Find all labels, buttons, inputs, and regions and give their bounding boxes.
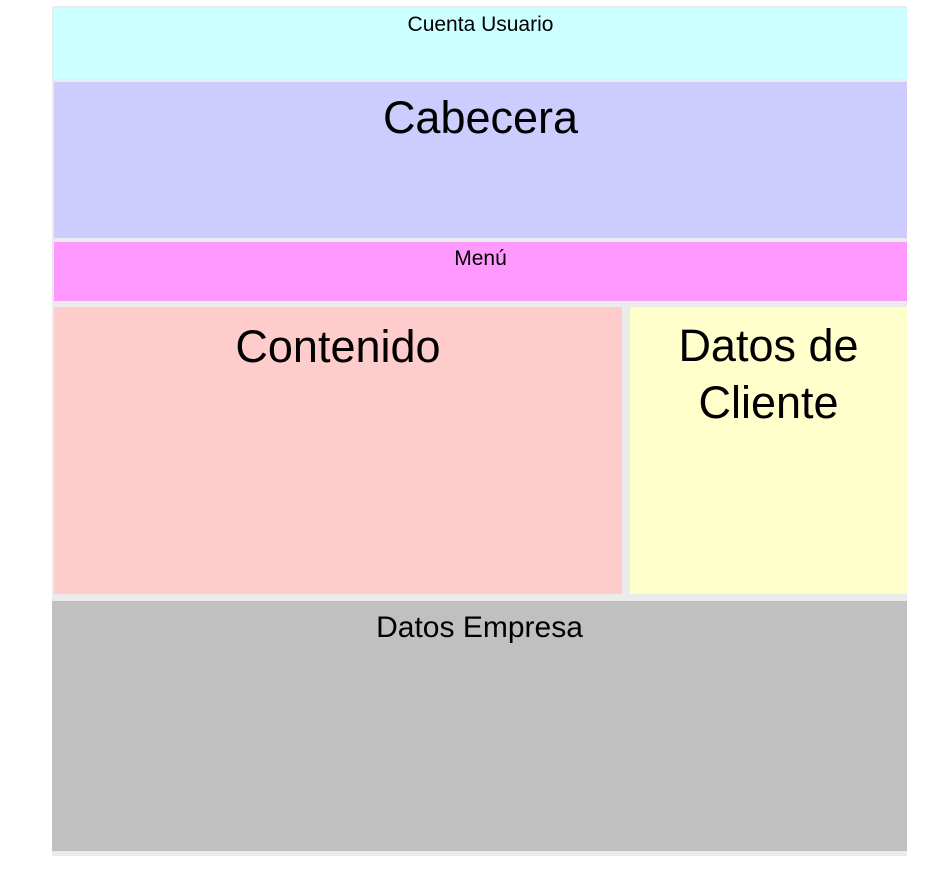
content-label: Contenido [235, 321, 441, 372]
company-data-label: Datos Empresa [376, 611, 583, 644]
client-data-label: Datos de Cliente [678, 320, 859, 428]
header-section: Cabecera [54, 82, 907, 238]
user-account-label: Cuenta Usuario [407, 13, 554, 36]
user-account-section: Cuenta Usuario [54, 8, 907, 79]
menu-label: Menú [454, 247, 507, 270]
company-data-section: Datos Empresa [52, 601, 907, 851]
header-label: Cabecera [382, 92, 579, 143]
content-section: Contenido [54, 307, 622, 594]
client-data-section: Datos de Cliente [630, 307, 907, 594]
menu-section: Menú [54, 242, 907, 301]
